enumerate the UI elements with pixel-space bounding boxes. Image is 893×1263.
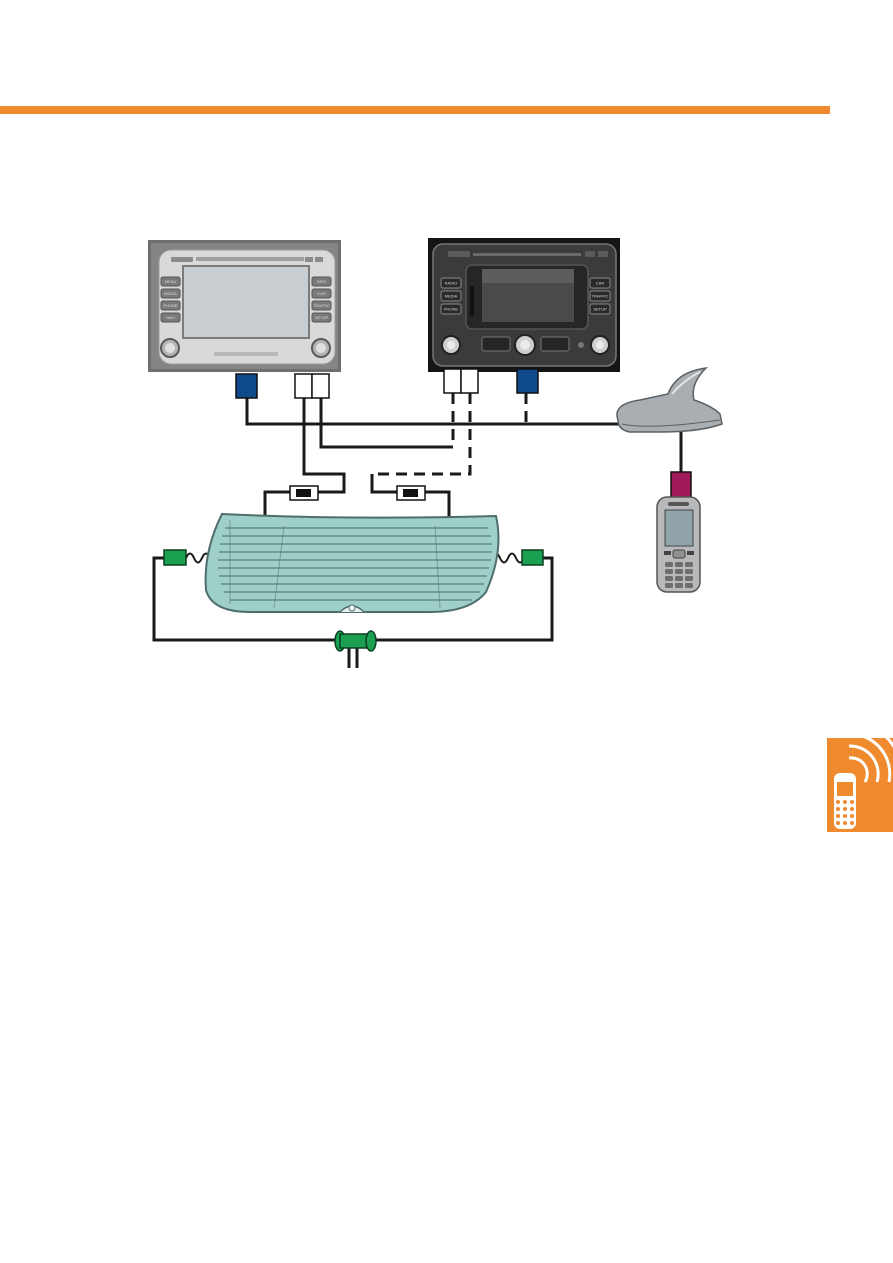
radio-button-label: MENU [165, 279, 177, 284]
radio-button-label: TRAFFIC [313, 303, 330, 308]
radio-button-label: CAR [596, 281, 605, 286]
phone-key [685, 576, 693, 581]
radio-unit-touchscreen: MENU MEDIA PHONE NAVI INFO CAR TRAFFIC SETUP [148, 240, 341, 372]
radio-button-label: TRAFFIC [592, 294, 609, 299]
radio-button-label: SETUP [593, 307, 607, 312]
amplifier-left [289, 485, 319, 501]
radio-button: TRAFFIC [311, 300, 332, 311]
connector-white-left [294, 373, 330, 399]
phone-key [665, 576, 673, 581]
amplifier-right [396, 485, 426, 501]
radio-button: MENU [160, 276, 181, 287]
radio-button-label: RADIO [445, 281, 458, 286]
phone-key [685, 562, 693, 567]
connector-green-ground [334, 630, 377, 652]
radio-button: SETUP [589, 303, 611, 315]
radio-button: NAVI [160, 312, 181, 323]
phone-key [685, 569, 693, 574]
radio-button-label: PHONE [163, 303, 178, 308]
phone-key [665, 569, 673, 574]
radio-button: MEDIA [160, 288, 181, 299]
radio-button-label: MEDIA [164, 291, 177, 296]
radio-button: RADIO [440, 277, 462, 289]
connector-green-right [521, 549, 544, 566]
connector-blue-right [516, 368, 539, 394]
radio-button-label: SETUP [315, 315, 329, 320]
connector-magenta [670, 471, 692, 499]
radio-button-label: INFO [317, 279, 327, 284]
phone-key [675, 576, 683, 581]
radio-unit-compact: RADIO MEDIA PHONE CAR TRAFFIC SETUP [428, 238, 620, 372]
phone-key [675, 562, 683, 567]
radio-button: MEDIA [440, 290, 462, 302]
mobile-phone-icon [656, 496, 701, 593]
phone-key [665, 583, 673, 588]
radio-button-label: NAVI [166, 315, 175, 320]
phone-key [685, 583, 693, 588]
radio-button: PHONE [160, 300, 181, 311]
radio-button: CAR [589, 277, 611, 289]
radio-button: SETUP [311, 312, 332, 323]
radio-button-label: CAR [317, 291, 326, 296]
phone-key [675, 569, 683, 574]
radio-button: INFO [311, 276, 332, 287]
wiring [152, 393, 683, 668]
phone-key [665, 562, 673, 567]
connector-green-left [163, 549, 187, 566]
radio-button: PHONE [440, 303, 462, 315]
radio-button-label: MEDIA [445, 294, 458, 299]
rear-window-antenna-icon [204, 512, 500, 613]
connector-white-right [443, 368, 479, 394]
header-rule [0, 106, 830, 114]
shark-fin-antenna-icon [616, 366, 723, 433]
radio-button: TRAFFIC [589, 290, 611, 302]
radio-button-label: PHONE [444, 307, 459, 312]
connector-blue-left [235, 373, 258, 399]
phone-key [675, 583, 683, 588]
phone-signal-icon [827, 738, 893, 832]
radio-button: CAR [311, 288, 332, 299]
